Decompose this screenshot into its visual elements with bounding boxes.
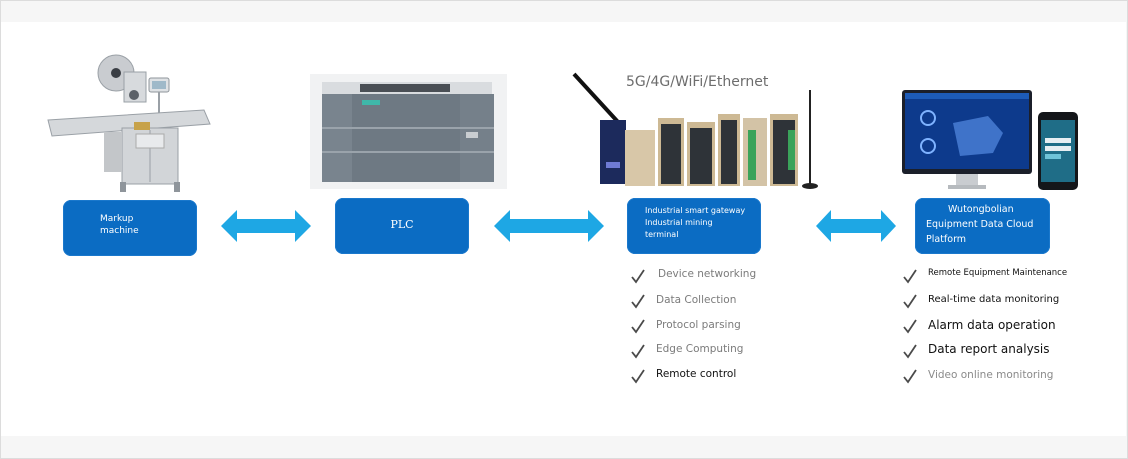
monitor-phone-icon [902, 90, 1078, 190]
check-icon [903, 269, 917, 284]
node-label-line: Equipment Data Cloud [926, 219, 1034, 230]
plc-icon [310, 74, 507, 189]
network-types-label: 5G/4G/WiFi/Ethernet [626, 74, 769, 90]
node-plc: PLC [335, 198, 469, 254]
feature-label: Edge Computing [656, 343, 744, 355]
bidirectional-arrow-icon [494, 210, 604, 242]
feature-label: Video online monitoring [928, 369, 1054, 381]
gateway-devices-image [572, 72, 818, 189]
labeling-machine-image [47, 54, 211, 192]
feature-label: Data report analysis [928, 342, 1050, 356]
check-icon [903, 294, 917, 309]
feature-label: Data Collection [656, 294, 737, 306]
check-icon [903, 344, 917, 359]
check-icon [631, 269, 645, 284]
node-label-line: Industrial mining [645, 218, 713, 227]
check-icon [631, 319, 645, 334]
check-icon [903, 319, 917, 334]
labeling-machine-icon [47, 54, 211, 192]
node-label-line: terminal [645, 230, 679, 239]
feature-label: Remote control [656, 368, 737, 380]
gateway-devices-icon [572, 72, 818, 189]
gateway-feature-list: Device networking Data Collection Protoc… [630, 266, 790, 391]
check-icon [631, 369, 645, 384]
feature-label: Alarm data operation [928, 318, 1056, 332]
platform-feature-list: Remote Equipment Maintenance Real-time d… [902, 266, 1082, 391]
node-cloud-platform: Wutongbolian Equipment Data Cloud Platfo… [915, 198, 1050, 254]
feature-label: Device networking [658, 268, 757, 280]
node-label-line: Markup [100, 214, 134, 224]
node-label-line: Wutongbolian [948, 204, 1014, 215]
check-icon [903, 369, 917, 384]
node-industrial-gateway: Industrial smart gateway Industrial mini… [627, 198, 761, 254]
check-icon [631, 344, 645, 359]
node-markup-machine: Markup machine [63, 200, 197, 256]
plc-image [310, 74, 507, 189]
feature-label: Real-time data monitoring [928, 294, 1060, 305]
node-label-line: PLC [390, 218, 414, 231]
node-label-line: Industrial smart gateway [645, 206, 746, 215]
bidirectional-arrow-icon [816, 210, 896, 242]
bidirectional-arrow-icon [221, 210, 311, 242]
node-label-line: machine [100, 226, 139, 236]
check-icon [631, 294, 645, 309]
feature-label: Protocol parsing [656, 319, 741, 331]
platform-devices-image [902, 90, 1078, 190]
node-label-line: Platform [926, 234, 967, 245]
feature-label: Remote Equipment Maintenance [928, 268, 1068, 278]
